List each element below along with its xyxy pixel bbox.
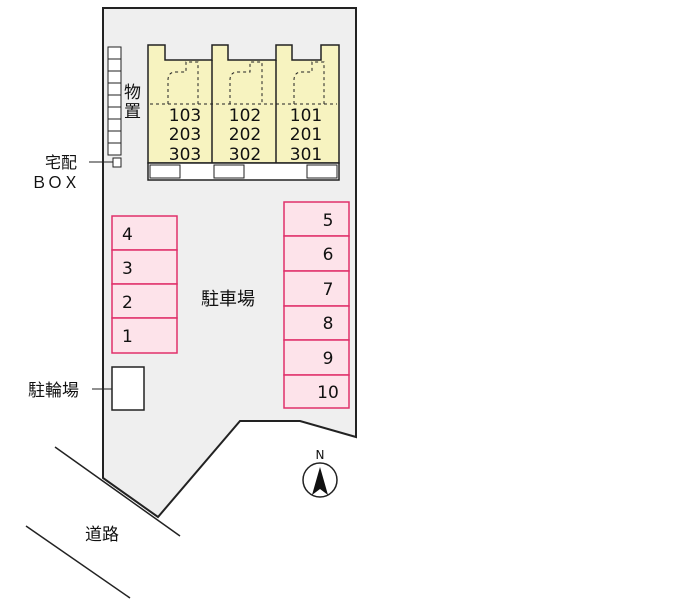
parking-space-number: 8 [323, 314, 334, 334]
parking-space [111, 283, 178, 319]
parking-space-number: 3 [122, 259, 133, 279]
unit-label: 102 [229, 106, 261, 126]
parking-space-number: 5 [323, 211, 334, 231]
parking-space [111, 317, 178, 354]
bicycle-parking [111, 366, 145, 411]
parking-space [111, 249, 178, 285]
parking-space-number: 7 [323, 280, 334, 300]
delivery-box-label-box: ＢＯＸ [31, 173, 79, 192]
unit-labels: 103 203 303 102 202 302 101 201 301 [169, 106, 322, 165]
parking-space [283, 270, 350, 307]
parking-space-number: 1 [122, 327, 133, 347]
delivery-box-label: 宅配 [45, 153, 77, 172]
compass-north-icon: N [302, 448, 338, 498]
parking-space [283, 374, 350, 409]
unit-label: 101 [290, 106, 322, 126]
storage-label-char-2: 置 [124, 102, 141, 122]
unit-label: 303 [169, 145, 201, 165]
parking-space-number: 2 [122, 293, 133, 313]
bicycle-parking-label: 駐輪場 [28, 381, 79, 401]
compass-north-label: N [316, 448, 325, 462]
storage-label-char-1: 物 [124, 83, 141, 103]
apartment-building [147, 44, 340, 181]
parking-space-number: 9 [323, 349, 334, 369]
parking-space-number: 6 [323, 245, 334, 265]
parking-space-number: 10 [317, 383, 339, 403]
parking-left: 4 3 2 1 [111, 215, 178, 354]
parking-space [283, 339, 350, 376]
road-label: 道路 [85, 525, 119, 545]
storage-lockers [107, 46, 122, 156]
delivery-box [112, 157, 122, 168]
unit-label: 302 [229, 145, 261, 165]
unit-label: 103 [169, 106, 201, 126]
unit-label: 203 [169, 125, 201, 145]
parking-space [283, 201, 350, 237]
parking-label: 駐車場 [201, 289, 255, 310]
parking-space [283, 305, 350, 341]
parking-right: 5 6 7 8 9 10 [283, 201, 350, 409]
parking-space-number: 4 [122, 225, 133, 245]
parking-space [283, 235, 350, 272]
unit-label: 301 [290, 145, 322, 165]
unit-label: 201 [290, 125, 322, 145]
unit-label: 202 [229, 125, 261, 145]
road-edge-lower [25, 525, 131, 599]
road-edge-upper [54, 446, 181, 537]
